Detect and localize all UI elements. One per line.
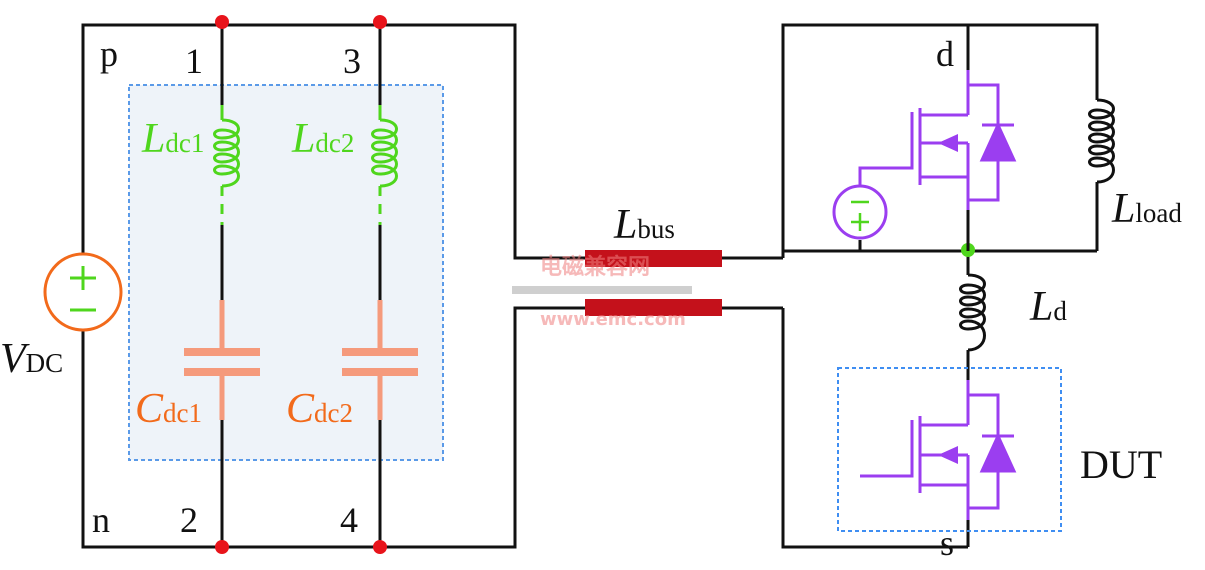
label-lload-sub: load xyxy=(1135,198,1182,228)
node-dot-4 xyxy=(373,540,387,554)
label-lload-main: L xyxy=(1111,186,1135,232)
label-cdc2: Cdc2 xyxy=(286,386,353,432)
label-dut: DUT xyxy=(1080,442,1162,487)
label-lbus-main: L xyxy=(613,202,637,248)
watermark-line1: 电磁兼容网 xyxy=(540,254,650,280)
label-node-2: 2 xyxy=(180,500,198,540)
label-cdc1-main: C xyxy=(135,386,164,432)
bus-bar-bottom xyxy=(585,299,722,316)
gate-voltage-source xyxy=(832,184,888,240)
mosfet-upper xyxy=(858,70,1017,251)
left-loop-wires xyxy=(81,23,545,549)
label-p: p xyxy=(100,34,118,74)
label-ldc2-sub: dc2 xyxy=(315,128,354,158)
bus-bar xyxy=(512,250,783,316)
capacitor-cdc2 xyxy=(342,300,418,420)
label-vdc-main: V xyxy=(0,336,30,382)
bus-bar-top xyxy=(585,250,722,267)
label-lbus-sub: bus xyxy=(637,214,675,244)
label-ldc2-main: L xyxy=(291,116,315,162)
label-cdc1-sub: dc1 xyxy=(163,398,202,428)
label-vdc-sub: DC xyxy=(26,348,64,378)
label-vdc: VDC xyxy=(0,336,63,382)
label-ldc2: Ldc2 xyxy=(291,116,354,162)
dut-box xyxy=(837,367,1062,532)
label-source: s xyxy=(940,523,954,563)
inductor-ldc1 xyxy=(213,105,240,225)
watermark: 电磁兼容网 www.emc.com xyxy=(540,254,686,330)
label-ldc1-sub: dc1 xyxy=(165,128,204,158)
watermark-line2: www.emc.com xyxy=(540,309,686,330)
mosfet-dut xyxy=(860,380,1017,520)
inductor-lload xyxy=(1088,98,1115,184)
label-ld: Ld xyxy=(1029,284,1067,330)
label-node-3: 3 xyxy=(343,41,361,81)
node-dot-1 xyxy=(215,15,229,29)
inductor-ldc2 xyxy=(371,105,398,225)
label-cdc2-sub: dc2 xyxy=(314,398,353,428)
node-dots xyxy=(215,15,387,554)
capacitor-cdc1 xyxy=(184,300,260,420)
label-ld-main: L xyxy=(1029,284,1053,330)
dc-voltage-source xyxy=(43,252,123,332)
label-ld-sub: d xyxy=(1053,296,1067,326)
label-cdc2-main: C xyxy=(286,386,315,432)
label-n: n xyxy=(92,500,110,540)
label-cdc1: Cdc1 xyxy=(135,386,202,432)
label-ldc1-main: L xyxy=(141,116,165,162)
label-node-1: 1 xyxy=(185,41,203,81)
label-node-4: 4 xyxy=(340,500,358,540)
right-loop-wires xyxy=(781,23,1099,549)
label-lbus: Lbus xyxy=(613,202,675,248)
label-lload: Lload xyxy=(1111,186,1182,232)
node-dot-2 xyxy=(215,540,229,554)
node-dot-3 xyxy=(373,15,387,29)
label-drain: d xyxy=(936,34,954,74)
label-ldc1: Ldc1 xyxy=(141,116,204,162)
inductor-ld xyxy=(959,273,986,352)
